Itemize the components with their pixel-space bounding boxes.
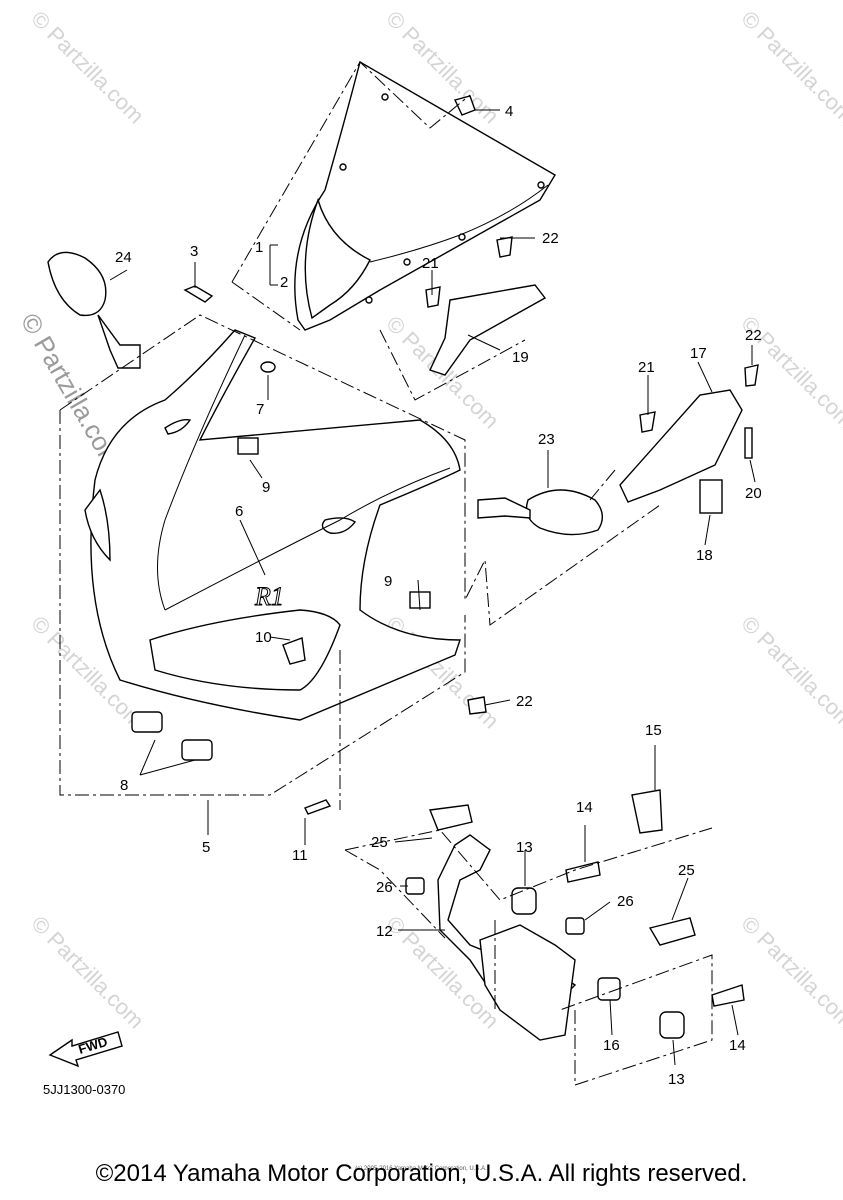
callout-6: 6 xyxy=(235,503,243,520)
diagram-code: 5JJ1300-0370 xyxy=(43,1082,125,1097)
leader-lines xyxy=(109,109,756,1066)
callout-labels: 1 2 3 4 5 6 7 8 9 9 10 11 12 13 13 14 14… xyxy=(115,103,762,1088)
tiny-notice: (c) 2005-2016 Yamaha Motor Corporation, … xyxy=(355,1166,487,1172)
callout-14: 14 xyxy=(576,799,593,816)
callout-16: 16 xyxy=(603,1037,620,1054)
callout-23: 23 xyxy=(538,431,555,448)
watermark-text: © Partzilla.com xyxy=(736,611,843,734)
callout-18: 18 xyxy=(696,547,713,564)
windshield xyxy=(294,60,556,331)
callout-17: 17 xyxy=(690,345,707,362)
callout-9: 9 xyxy=(384,573,392,590)
callout-26: 26 xyxy=(376,879,393,896)
callout-24: 24 xyxy=(115,249,132,266)
callout-22: 22 xyxy=(516,693,533,710)
callout-8: 8 xyxy=(120,777,128,794)
callout-25: 25 xyxy=(678,862,695,879)
callout-3: 3 xyxy=(190,243,198,260)
watermark-text: © Partzilla.com xyxy=(736,911,843,1034)
callout-25: 25 xyxy=(371,834,388,851)
callout-2: 2 xyxy=(280,274,288,291)
callout-5: 5 xyxy=(202,839,210,856)
callout-22: 22 xyxy=(542,230,559,247)
callout-11: 11 xyxy=(292,847,308,864)
callout-12: 12 xyxy=(376,923,393,940)
callout-14: 14 xyxy=(729,1037,746,1054)
callout-9: 9 xyxy=(262,479,270,496)
assembly-outlines xyxy=(59,61,713,1086)
fwd-arrow-icon: FWD xyxy=(48,1031,123,1068)
callout-10: 10 xyxy=(255,629,272,646)
watermark-text: © Partzilla.com xyxy=(736,6,843,129)
svg-text:R1: R1 xyxy=(254,582,284,611)
callout-4: 4 xyxy=(505,103,513,120)
callout-7: 7 xyxy=(256,401,264,418)
callout-13: 13 xyxy=(516,839,533,856)
callout-1: 1 xyxy=(255,239,263,256)
callout-19: 19 xyxy=(512,349,529,366)
callout-15: 15 xyxy=(645,722,662,739)
callout-21: 21 xyxy=(422,255,439,272)
callout-26: 26 xyxy=(617,893,634,910)
small-parts xyxy=(47,95,759,815)
watermark-text: © Partzilla.com xyxy=(26,6,149,129)
upper-cowling: R1 xyxy=(84,329,461,721)
callout-13: 13 xyxy=(668,1071,685,1088)
copyright-notice: ©2014 Yamaha Motor Corporation, U.S.A. A… xyxy=(95,1160,748,1187)
watermark-text: © Partzilla.com xyxy=(26,911,149,1034)
callout-20: 20 xyxy=(745,485,762,502)
callout-21: 21 xyxy=(638,359,655,376)
callout-22: 22 xyxy=(745,327,762,344)
